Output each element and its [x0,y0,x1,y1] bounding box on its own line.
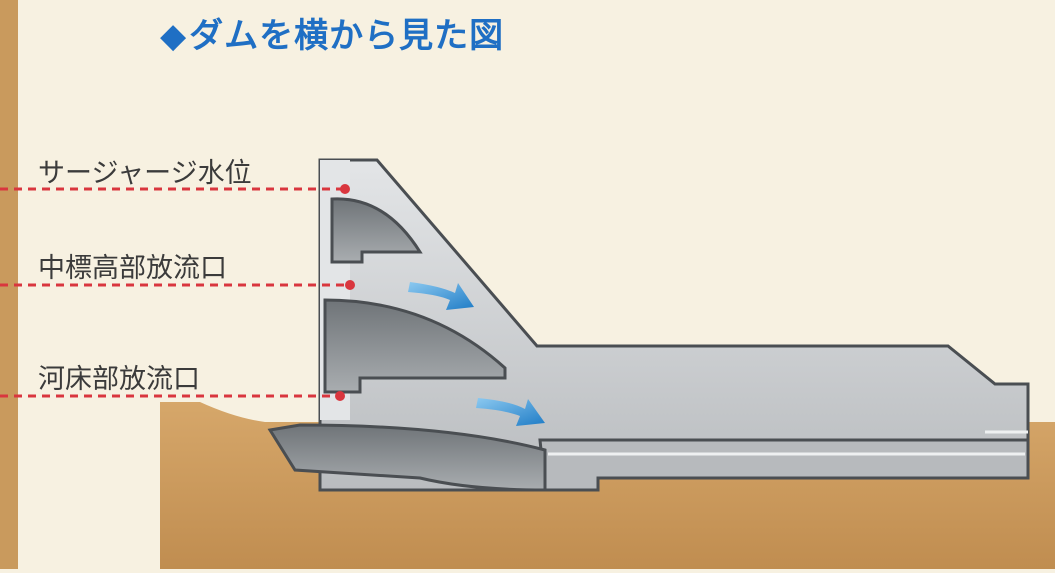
riverbed-outlet-label: 河床部放流口 [38,364,200,395]
upper-outlet [330,197,423,264]
surcharge-level-label: サージャージ水位 [38,158,252,189]
middle-outlet-marker [345,280,355,290]
surcharge-level-marker [340,184,350,194]
riverbed-outlet [267,423,547,492]
diagram-title: ◆ダムを横から見た図 [160,8,504,57]
middle-outlet-label: 中標高部放流口 [38,253,227,284]
left-ground-strip [0,0,18,569]
title-text: ダムを横から見た図 [189,16,505,56]
flow-arrow-middle [408,282,474,310]
diamond-icon: ◆ [160,16,188,56]
middle-outlet [323,298,507,394]
flow-arrow-riverbed [476,398,545,426]
riverbed-outlet-marker [335,391,345,401]
